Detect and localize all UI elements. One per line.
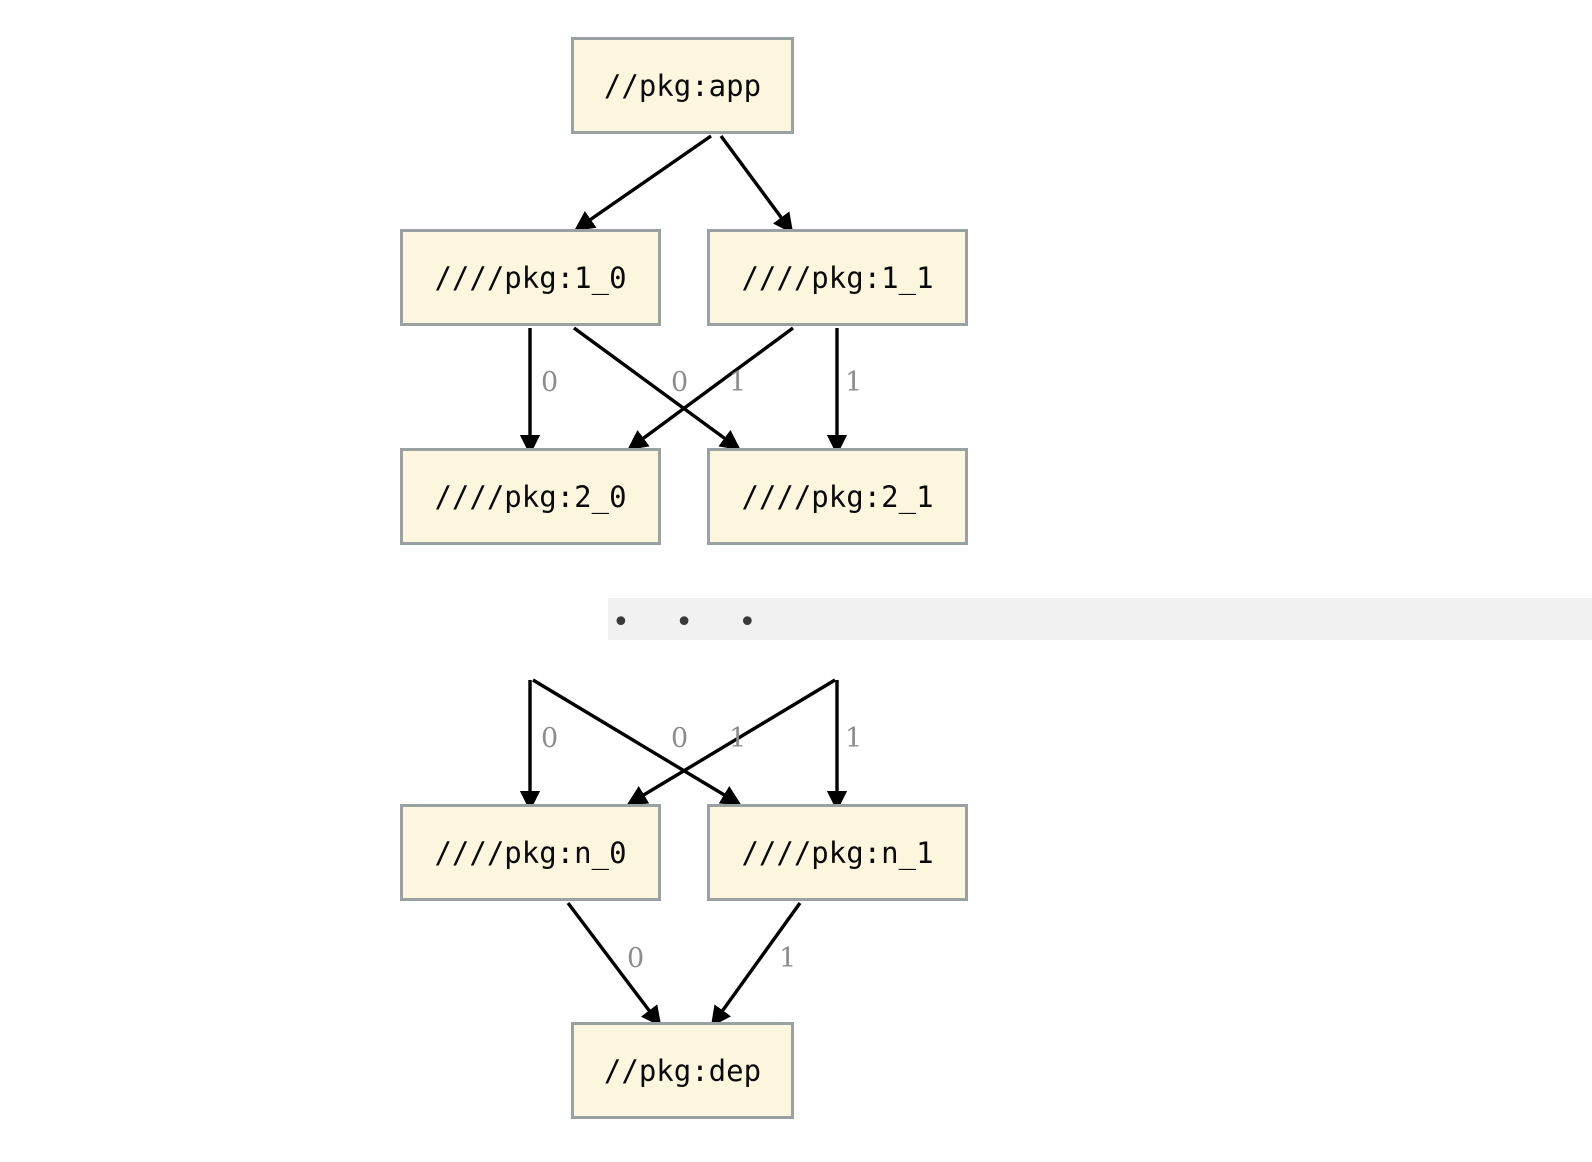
edge-label: 1 — [845, 367, 863, 398]
edge-label: 0 — [541, 367, 559, 398]
edge-label: 1 — [729, 723, 747, 754]
node-label: ////pkg:n_1 — [741, 835, 934, 870]
node-l2_1[interactable]: ////pkg:2_1 — [707, 448, 968, 545]
ellipsis-band: • • • — [608, 598, 1592, 640]
edge-arrow — [627, 326, 795, 451]
edge-label: 0 — [671, 367, 689, 398]
edge-label: 0 — [541, 723, 559, 754]
edge-label: 0 — [671, 723, 689, 754]
node-app[interactable]: //pkg:app — [571, 37, 794, 134]
node-label: ////pkg:2_0 — [434, 479, 627, 514]
node-label: ////pkg:1_0 — [434, 260, 627, 295]
node-ln_1[interactable]: ////pkg:n_1 — [707, 804, 968, 901]
edge-label: 1 — [729, 367, 747, 398]
edge-arrow — [566, 901, 662, 1027]
node-label: //pkg:app — [603, 68, 762, 103]
node-label: ////pkg:2_1 — [741, 479, 934, 514]
node-label: ////pkg:1_1 — [741, 260, 934, 295]
node-label: //pkg:dep — [603, 1053, 762, 1088]
edge-arrow — [573, 134, 712, 231]
edge-label: 1 — [845, 723, 863, 754]
node-l1_0[interactable]: ////pkg:1_0 — [400, 229, 661, 326]
node-l2_0[interactable]: ////pkg:2_0 — [400, 448, 661, 545]
edge-label: 0 — [627, 943, 645, 974]
node-l1_1[interactable]: ////pkg:1_1 — [707, 229, 968, 326]
edge-label: 1 — [779, 943, 797, 974]
edge-arrow — [532, 678, 742, 806]
edge-line-group — [519, 134, 848, 1027]
node-label: ////pkg:n_0 — [434, 835, 627, 870]
node-ln_0[interactable]: ////pkg:n_0 — [400, 804, 661, 901]
edge-arrow — [626, 678, 836, 806]
edge-arrow — [710, 902, 802, 1027]
ellipsis-dots: • • • — [612, 605, 775, 640]
edge-arrow — [572, 326, 741, 451]
node-dep[interactable]: //pkg:dep — [571, 1022, 794, 1119]
edge-arrow — [719, 134, 794, 234]
